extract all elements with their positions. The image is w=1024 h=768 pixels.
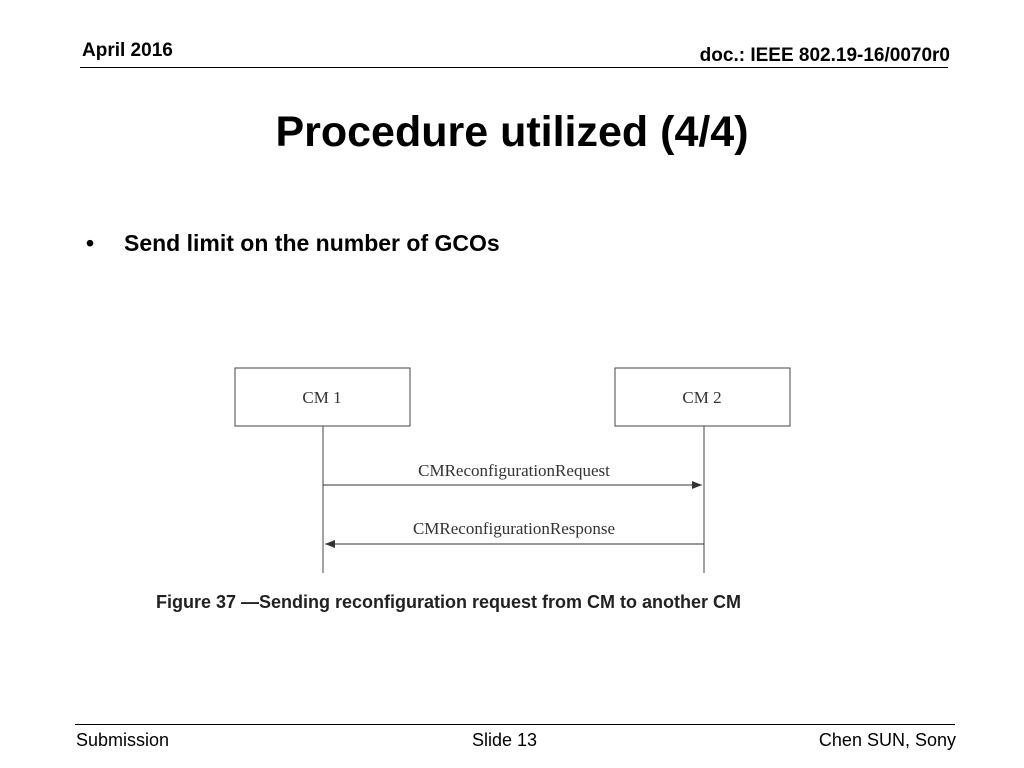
message-label-response: CMReconfigurationResponse [413, 519, 615, 538]
bullet-item: • Send limit on the number of GCOs [86, 230, 500, 257]
footer-rule [75, 724, 955, 725]
header-doc-id: doc.: IEEE 802.19-16/0070r0 [699, 45, 950, 66]
figure-caption: Figure 37 —Sending reconfiguration reque… [156, 592, 742, 612]
message-label-request: CMReconfigurationRequest [418, 461, 610, 480]
entity-label-cm2: CM 2 [682, 388, 721, 407]
entity-label-cm1: CM 1 [302, 388, 341, 407]
entity-box-cm2 [614, 367, 791, 427]
header-rule [80, 67, 948, 68]
bullet-dot-icon: • [86, 230, 95, 256]
slide-title: Procedure utilized (4/4) [275, 108, 749, 156]
header-date: April 2016 [82, 40, 173, 61]
entity-box-cm1 [234, 367, 411, 427]
sequence-diagram: CM 1 CM 2 CMReconfigurationRequest CMRec… [234, 367, 791, 573]
footer-submission: Submission [76, 730, 170, 750]
bullet-text: Send limit on the number of GCOs [124, 230, 500, 256]
footer-slide-number: Slide 13 [472, 730, 538, 750]
footer-author: Chen SUN, Sony [818, 730, 956, 750]
